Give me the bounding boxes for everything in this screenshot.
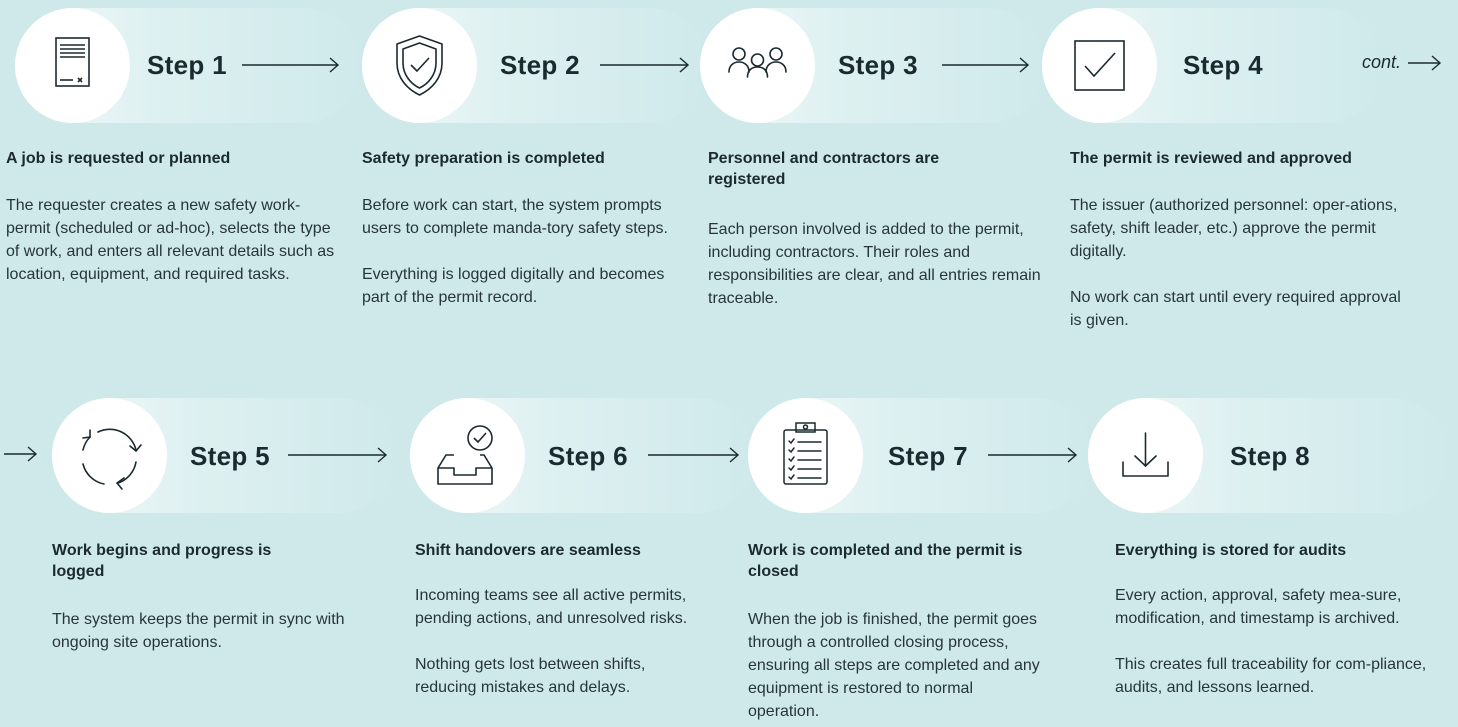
- step-4-body: The issuer (authorized personnel: oper-a…: [1070, 194, 1405, 332]
- step-3-body-paragraph: Each person involved is added to the per…: [708, 221, 1041, 307]
- arrow-right-icon: [942, 57, 1030, 73]
- step-5-label: Step 5: [190, 441, 270, 471]
- step-1-body-paragraph: The requester creates a new safety work-…: [6, 197, 335, 283]
- checkbox-icon: [1074, 40, 1125, 91]
- step-3-label: Step 3: [838, 50, 918, 80]
- step-1-circle: [15, 8, 130, 123]
- arrow-right-icon: [648, 447, 740, 463]
- step-7-title: Work is completed and the permit is clos…: [748, 542, 1023, 580]
- step-3-title: Personnel and contractors are registered: [708, 150, 940, 188]
- arrow-right-icon: [1408, 55, 1442, 71]
- step-8-circle: [1088, 398, 1203, 513]
- continuation-label: cont.: [1362, 52, 1402, 72]
- arrow-right-icon: [288, 447, 388, 463]
- step-6-label: Step 6: [548, 441, 628, 471]
- step-6-body-paragraph: Incoming teams see all active permits, p…: [415, 587, 688, 627]
- clipboard-checklist-icon: [783, 422, 828, 485]
- step-4-circle: [1042, 8, 1157, 123]
- step-4-body-paragraph: The issuer (authorized personnel: oper-a…: [1070, 197, 1398, 260]
- step-1-label: Step 1: [147, 50, 227, 80]
- step-1-title: A job is requested or planned: [6, 150, 231, 167]
- step-6-body: Incoming teams see all active permits, p…: [415, 584, 705, 699]
- people-icon: [728, 47, 787, 78]
- step-4-label: Step 4: [1183, 50, 1263, 80]
- arrow-right-icon: [988, 447, 1078, 463]
- document-icon: [55, 37, 90, 87]
- step-5-circle: [52, 398, 167, 513]
- step-2-body: Before work can start, the system prompt…: [362, 194, 682, 309]
- shield-check-icon: [396, 35, 443, 96]
- step-8-body-paragraph: Every action, approval, safety mea-sure,…: [1115, 587, 1402, 627]
- step-8-label: Step 8: [1230, 441, 1310, 471]
- step-5-title: Work begins and progress is logged: [52, 542, 272, 580]
- step-2-title: Safety preparation is completed: [362, 150, 605, 167]
- download-archive-icon: [1122, 432, 1169, 477]
- step-8-body-paragraph: This creates full traceability for com-p…: [1115, 656, 1427, 696]
- step-2-label: Step 2: [500, 50, 580, 80]
- step-6-body-paragraph: Nothing gets lost between shifts, reduci…: [415, 656, 646, 696]
- step-8-body: Every action, approval, safety mea-sure,…: [1115, 584, 1445, 699]
- step-7-circle: [748, 398, 863, 513]
- inbox-check-icon: [437, 425, 493, 485]
- step-2-body-paragraph: Everything is logged digitally and becom…: [362, 266, 665, 306]
- step-2-circle: [362, 8, 477, 123]
- step-3-circle: [700, 8, 815, 123]
- step-4-body-paragraph: No work can start until every required a…: [1070, 289, 1401, 329]
- step-7-body: When the job is finished, the permit goe…: [748, 608, 1048, 723]
- step-7-label: Step 7: [888, 441, 968, 471]
- arrow-right-icon: [4, 446, 38, 462]
- step-4-title: The permit is reviewed and approved: [1070, 150, 1352, 167]
- sync-icon: [82, 428, 142, 490]
- step-3-body: Each person involved is added to the per…: [708, 218, 1043, 310]
- arrow-right-icon: [600, 57, 690, 73]
- arrow-right-icon: [242, 57, 340, 73]
- step-6-title: Shift handovers are seamless: [415, 542, 641, 559]
- step-6-circle: [410, 398, 525, 513]
- step-2-body-paragraph: Before work can start, the system prompt…: [362, 197, 668, 237]
- step-8-title: Everything is stored for audits: [1115, 542, 1347, 559]
- step-7-body-paragraph: When the job is finished, the permit goe…: [748, 611, 1040, 720]
- step-5-body-paragraph: The system keeps the permit in sync with…: [52, 611, 345, 651]
- step-1-body: The requester creates a new safety work-…: [6, 194, 336, 286]
- step-5-body: The system keeps the permit in sync with…: [52, 608, 362, 654]
